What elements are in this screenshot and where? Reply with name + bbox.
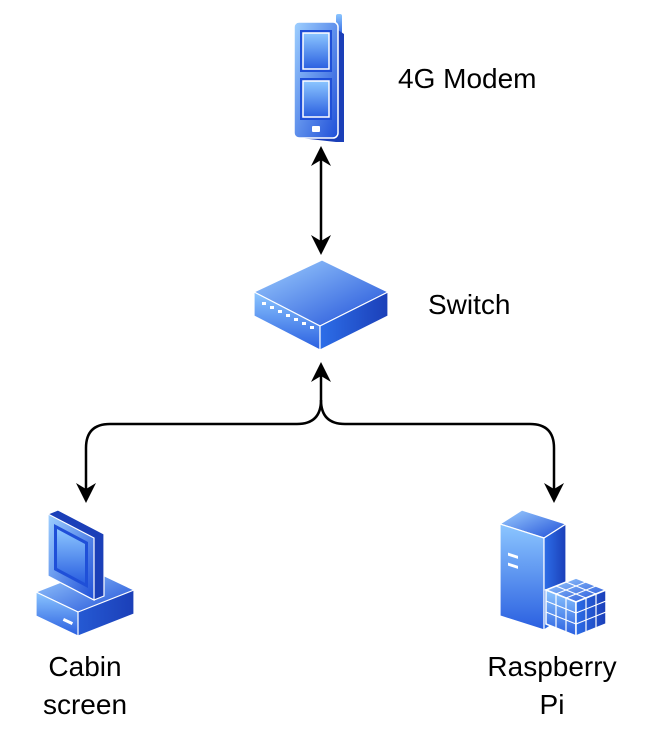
edges [76, 146, 564, 503]
cabin-label-line1: Cabin [48, 651, 122, 682]
arrowhead-modem [311, 146, 331, 166]
edge-switch-cabin [84, 366, 323, 498]
arrowhead-switch-top [311, 235, 331, 255]
desktop-computer-icon[interactable] [34, 509, 136, 637]
switch-label: Switch [428, 289, 511, 320]
server-icon[interactable] [498, 509, 609, 638]
pi-label: Raspberry Pi [472, 648, 632, 724]
pi-label-line1: Raspberry [487, 651, 617, 682]
modem-label: 4G Modem [398, 63, 537, 94]
cabin-label: Cabin screen [20, 648, 150, 724]
cabin-label-line2: screen [42, 689, 128, 720]
network-switch-icon[interactable] [252, 259, 390, 351]
arrowhead-cabin [76, 483, 96, 503]
mobile-phone-icon[interactable] [293, 14, 344, 142]
edge-switch-pi [319, 399, 556, 498]
pi-label-line2: Pi [539, 689, 565, 720]
arrowhead-pi [544, 483, 564, 503]
arrowhead-switch-bottom [311, 362, 331, 382]
